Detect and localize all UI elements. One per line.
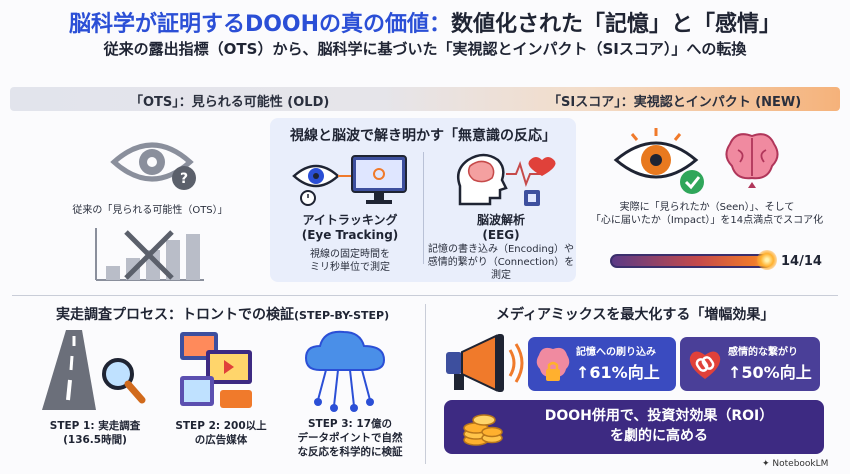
eeg-name-en: (EEG): [482, 228, 520, 242]
roi-line2: を劇的に高める: [610, 428, 708, 444]
heart-link-icon: [689, 351, 721, 379]
comparison-bar: [10, 87, 840, 111]
eye-tracking-icon: [292, 155, 407, 206]
emotion-boost-value: ↑50%向上: [728, 363, 812, 382]
crossed-chart-icon: [95, 228, 204, 281]
step1-line2: (136.5時間): [63, 434, 127, 446]
eeg-desc-2: 感情的繋がり（Connection）を: [427, 257, 575, 268]
ad-screens-icon: [180, 332, 252, 408]
eye-tracking-name: アイトラッキング: [302, 213, 398, 227]
emotion-boost-label: 感情的な繋がり: [728, 347, 798, 358]
page-title: 脳科学が証明するDOOHの真の価値：数値化された「記憶」と「感情」: [0, 6, 850, 38]
cloud-data-icon: [304, 330, 386, 412]
svg-text:?: ?: [180, 171, 188, 187]
si-score-value: 14/14: [781, 254, 822, 269]
notebooklm-icon: ✦: [762, 459, 773, 469]
brain-heart-icon: [725, 133, 779, 188]
brain-lock-icon: [536, 347, 570, 381]
step3-line1: STEP 3: 17億の: [307, 418, 393, 430]
footer-brand-label: NotebookLM: [772, 459, 829, 469]
road-magnifier-icon: [42, 330, 146, 410]
eye-tracking-name-en: (Eye Tracking): [301, 228, 399, 242]
step3-line3: な反応を科学的に検証: [297, 446, 403, 458]
memory-boost-value: ↑61%向上: [576, 363, 660, 382]
emotion-boost-card: 感情的な繋がり ↑50%向上: [680, 337, 820, 391]
si-score-gauge-marker: [757, 250, 777, 270]
megaphone-icon: [446, 334, 524, 392]
eeg-name: 脳波解析: [476, 213, 525, 227]
eye-check-icon: [613, 128, 704, 194]
section-divider: [12, 295, 838, 296]
media-mix-title: メディアミックスを最大化する「増幅効果」: [496, 307, 775, 323]
page-title-part2: 数値化された「記憶」と「感情」: [451, 12, 782, 37]
page-title-part1: 脳科学が証明するDOOHの真の価値：: [68, 12, 452, 37]
eye-tracking-desc-2: ミリ秒単位で測定: [310, 262, 390, 273]
process-title-suffix: (STEP-BY-STEP): [294, 309, 390, 322]
memory-boost-label: 記憶への刷り込み: [576, 347, 656, 358]
process-title-main: 実走調査プロセス：トロントでの検証: [56, 307, 294, 323]
step3-line2: データポイントで自然: [297, 432, 403, 444]
eye-question-icon: ?: [110, 142, 196, 190]
roi-banner: DOOH併用で、投資対効果（ROI） を劇的に高める: [444, 400, 824, 454]
footer-brand: ✦ NotebookLM: [762, 459, 828, 469]
eye-tracking-desc-1: 視線の固定時間を: [310, 249, 390, 260]
eeg-desc-1: 記憶の書き込み（Encoding）や: [427, 244, 575, 255]
page-subtitle: 従来の露出指標（OTS）から、脳科学に基づいた「実視認とインパクト（SIスコア）…: [103, 40, 747, 58]
panel-divider: [423, 152, 424, 264]
new-metric-label: 「SIスコア」：実視認とインパクト (NEW): [548, 95, 802, 110]
si-score-gauge: [610, 254, 772, 268]
step2-line2: の広告媒体: [194, 434, 248, 446]
coins-icon: [463, 414, 503, 446]
eeg-desc-3: 測定: [491, 270, 511, 281]
process-title: 実走調査プロセス：トロントでの検証(STEP-BY-STEP): [56, 304, 389, 324]
roi-line1: DOOH併用で、投資対効果（ROI）: [544, 408, 774, 424]
bottom-divider: [425, 304, 426, 464]
measurement-panel-title: 視線と脳波で解き明かす「無意識の反応」: [290, 128, 556, 144]
step2-line1: STEP 2: 200以上: [175, 420, 267, 432]
step1-line1: STEP 1: 実走調査: [49, 420, 141, 432]
new-panel-desc-1: 実際に「見られたか（Seen）」、そして: [619, 202, 795, 213]
brain-eeg-icon: [457, 153, 556, 206]
old-metric-label: 「OTS」：見られる可能性 (OLD): [130, 95, 330, 110]
old-panel-caption: 従来の「見られる可能性（OTS）」: [72, 205, 228, 216]
new-panel-desc-2: 「心に届いたか（Impact）」を14点満点でスコア化: [590, 215, 824, 226]
memory-boost-card: 記憶への刷り込み ↑61%向上: [528, 337, 676, 391]
